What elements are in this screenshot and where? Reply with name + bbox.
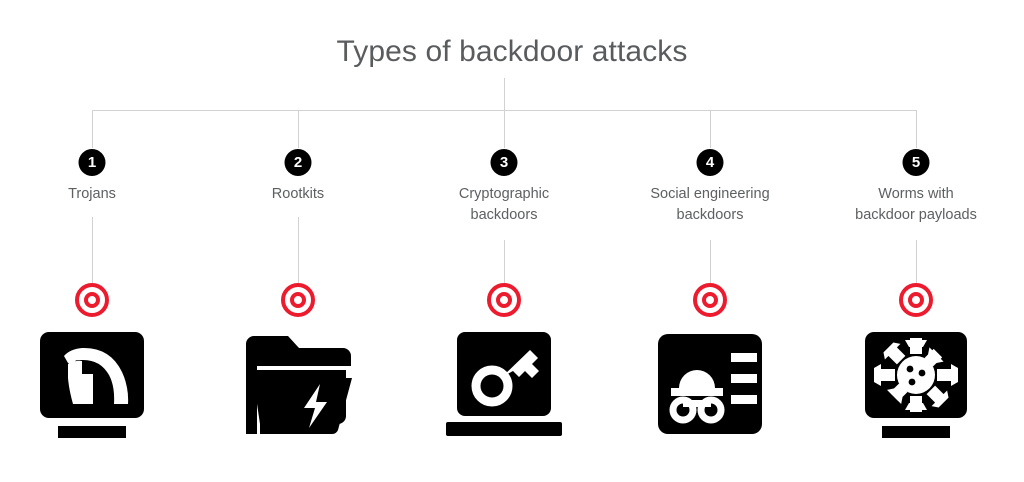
- attack-type-label-2: Rootkits: [195, 184, 401, 205]
- attack-type-column-5[interactable]: 5 Worms with backdoor payloads: [813, 0, 1019, 482]
- laptop-key-icon-3[interactable]: [434, 330, 574, 442]
- target-inner-ring: [908, 292, 924, 308]
- attack-type-label-5-line1: Worms with: [878, 186, 954, 202]
- step-number-badge-2: 2: [284, 149, 312, 176]
- attack-type-column-1[interactable]: 1 Trojans: [0, 0, 195, 482]
- attack-type-label-5: Worms with backdoor payloads: [813, 184, 1019, 226]
- target-outer-ring: [693, 283, 727, 317]
- attack-type-label-3-line1: Cryptographic: [458, 186, 550, 202]
- target-inner-ring: [496, 292, 512, 308]
- attack-type-label-4-line2: backdoors: [676, 207, 744, 223]
- target-inner-ring: [290, 292, 306, 308]
- bullseye-target-icon-4: [693, 283, 727, 317]
- attack-type-label-3: Cryptographic backdoors: [401, 184, 607, 226]
- attack-type-label-3-line2: backdoors: [470, 207, 538, 223]
- step-number-badge-1: 1: [78, 149, 106, 176]
- attack-type-label-4-line1: Social engineering: [650, 186, 770, 202]
- id-card-spy-icon-4[interactable]: [640, 330, 780, 442]
- attack-type-column-4[interactable]: 4 Social engineering backdoors: [607, 0, 813, 482]
- attack-type-label-5-line2: backdoor payloads: [855, 207, 977, 223]
- bullseye-target-icon-5: [899, 283, 933, 317]
- folder-lightning-icon-2[interactable]: [228, 330, 368, 442]
- target-inner-ring: [702, 292, 718, 308]
- attack-type-label-1: Trojans: [0, 184, 195, 205]
- bullseye-target-icon-2: [281, 283, 315, 317]
- attack-type-column-3[interactable]: 3 Cryptographic backdoors: [401, 0, 607, 482]
- bullseye-target-icon-3: [487, 283, 521, 317]
- attack-type-column-2[interactable]: 2 Rootkits: [195, 0, 401, 482]
- step-number-badge-3: 3: [490, 149, 518, 176]
- bullseye-target-icon-1: [75, 283, 109, 317]
- target-outer-ring: [75, 283, 109, 317]
- step-number-badge-5: 5: [902, 149, 930, 176]
- step-number-badge-4: 4: [696, 149, 724, 176]
- attack-type-label-4: Social engineering backdoors: [607, 184, 813, 226]
- monitor-trojan-horse-icon-1[interactable]: [22, 330, 162, 442]
- target-outer-ring: [281, 283, 315, 317]
- target-inner-ring: [84, 292, 100, 308]
- target-outer-ring: [899, 283, 933, 317]
- attack-type-label-1-line1: Trojans: [68, 186, 116, 202]
- monitor-virus-icon-5[interactable]: [846, 330, 986, 442]
- target-outer-ring: [487, 283, 521, 317]
- attack-type-label-2-line1: Rootkits: [271, 186, 325, 202]
- page-title: Types of backdoor attacks: [336, 35, 688, 68]
